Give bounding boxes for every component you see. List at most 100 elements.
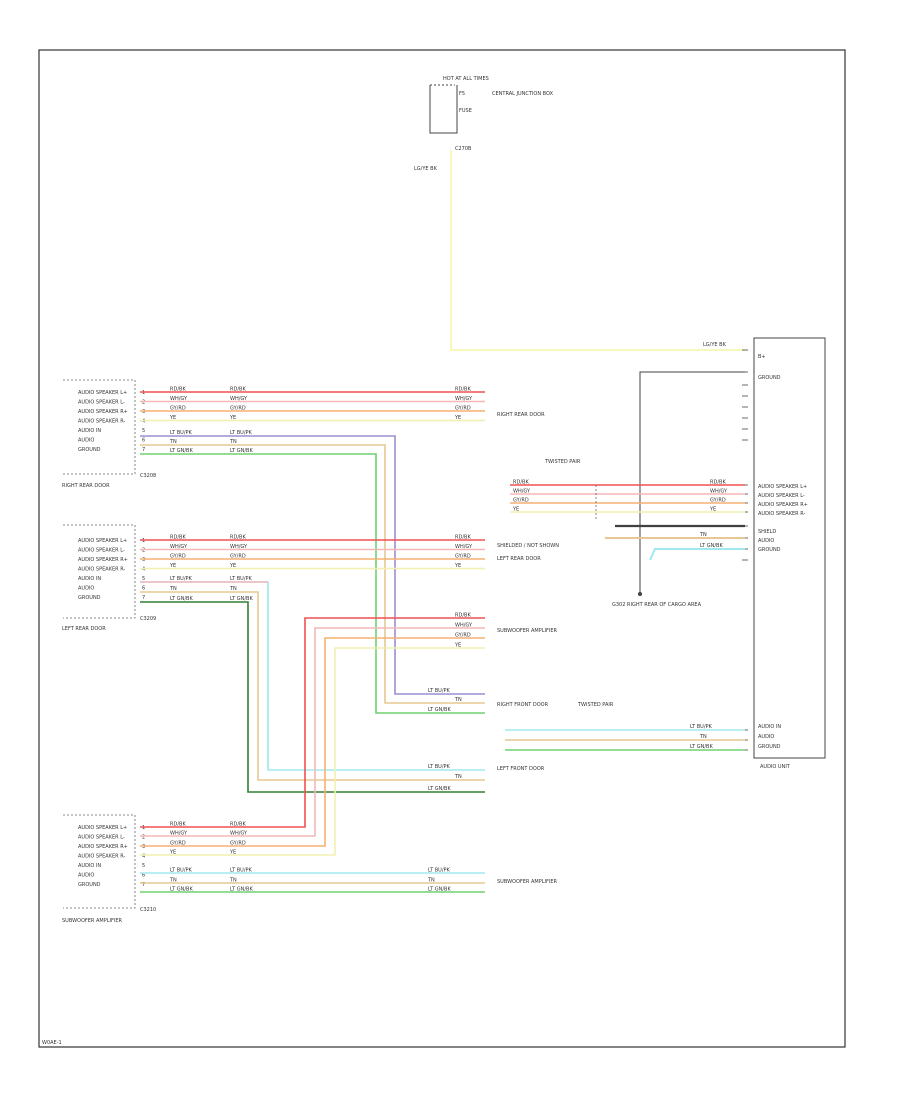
top-connector: C270B: [455, 146, 472, 152]
sub-wire-orange: [140, 637, 485, 847]
wire-code: GY/RD: [170, 406, 186, 412]
dest-label-lf: LEFT FRONT DOOR: [497, 766, 545, 772]
pin-label: AUDIO SPEAKER L-: [78, 835, 125, 841]
wire-code: RD/BK: [455, 535, 471, 541]
wire-code: YE: [709, 507, 716, 513]
wire-code: GY/RD: [230, 841, 246, 847]
wire-code: RD/BK: [513, 480, 529, 486]
pin-number: 6: [142, 438, 145, 444]
wire-code: LT GN/BK: [428, 887, 451, 893]
twisted-pair-label-2: TWISTED PAIR: [577, 702, 614, 708]
wire-code: WH/GY: [170, 831, 188, 837]
left-block-1-connector: C3208: [140, 473, 156, 479]
wire-code: YE: [169, 415, 176, 421]
pin-label: AUDIO SPEAKER R-: [78, 419, 125, 425]
pin-label: GROUND: [78, 447, 101, 453]
block1-wire-tan: [140, 444, 485, 704]
audio-unit-pin-l-neg: AUDIO SPEAKER L-: [758, 493, 805, 499]
shield-label: SHIELDED / NOT SHOWN: [497, 543, 559, 549]
pin-label: AUDIO SPEAKER L-: [78, 400, 125, 406]
audio-unit-pin-l-pos: AUDIO SPEAKER L+: [758, 484, 807, 490]
wire-code: TN: [454, 774, 462, 780]
wire-code: WH/GY: [170, 396, 188, 402]
pin-number: 1: [142, 825, 145, 831]
wire-code: LT BU/PK: [428, 868, 451, 874]
wire-code: GY/RD: [170, 554, 186, 560]
wire-code: RD/BK: [170, 387, 186, 393]
wire-code: RD/BK: [455, 387, 471, 393]
audio-unit-pin-ground: GROUND: [758, 375, 781, 381]
wire-code: WH/GY: [455, 396, 473, 402]
wire-code: GY/RD: [710, 498, 726, 504]
wire-code: LT GN/BK: [230, 448, 253, 454]
wire-code: RD/BK: [710, 480, 726, 486]
wire-code: TN: [699, 532, 707, 538]
wire-code: RD/BK: [230, 822, 246, 828]
wire-code: GY/RD: [230, 406, 246, 412]
pin-label: GROUND: [78, 882, 101, 888]
bplus-wire-code: LG/YE BK: [703, 342, 727, 348]
wire-code: LT GN/BK: [428, 786, 451, 792]
block1-wire-purple: [140, 435, 485, 695]
top-module-pin-a: F5: [459, 91, 465, 97]
wire-code: RD/BK: [455, 613, 471, 619]
block1-wire-green: [140, 453, 485, 714]
dest-label-rr: RIGHT REAR DOOR: [497, 412, 545, 418]
pin-label: AUDIO: [78, 873, 94, 879]
pin-number: 1: [142, 538, 145, 544]
left-block-2-caption: LEFT REAR DOOR: [62, 626, 106, 632]
pin-number: 3: [142, 409, 145, 415]
pin-label: AUDIO SPEAKER R-: [78, 567, 125, 573]
speaker-harness: RD/BK RD/BK RD/BK WH/GY WH/GY WH/GY GY/RD GY/RD…: [140, 387, 485, 893]
wire-code: RD/BK: [170, 535, 186, 541]
wire-code: TN: [229, 878, 237, 884]
pin-label: AUDIO IN: [78, 576, 101, 582]
top-module-pin-b: FUSE: [459, 108, 472, 114]
pin-number: 2: [142, 548, 145, 554]
pin-number: 7: [142, 447, 145, 453]
wire-code: LT GN/BK: [170, 887, 193, 893]
top-module-title: HOT AT ALL TIMES: [443, 76, 489, 82]
wire-code: WH/GY: [230, 396, 248, 402]
audio-unit-pin-shield: SHIELD: [758, 529, 776, 535]
wire-code: LT GN/BK: [170, 448, 193, 454]
wire-code: GY/RD: [455, 406, 471, 412]
wire-code: WH/GY: [170, 544, 188, 550]
sub-wire-pink: [140, 627, 485, 837]
wire-code: TN: [427, 878, 435, 884]
wire-code: GY/RD: [455, 633, 471, 639]
wire-code: LT BU/PK: [428, 764, 451, 770]
pin-number: 4: [142, 419, 145, 425]
wire-code: TN: [229, 439, 237, 445]
pin-label: AUDIO SPEAKER L+: [78, 825, 127, 831]
dest-label-sub2: SUBWOOFER AMPLIFIER: [497, 879, 558, 885]
top-module-desc: CENTRAL JUNCTION BOX: [492, 91, 554, 97]
pin-number: 5: [142, 863, 145, 869]
wire-code: YE: [454, 563, 461, 569]
wire-code: TN: [454, 697, 462, 703]
pin-number: 5: [142, 428, 145, 434]
dest-label-rf: RIGHT FRONT DOOR: [497, 702, 549, 708]
pin-label: AUDIO: [78, 438, 94, 444]
pin-number: 2: [142, 835, 145, 841]
wire-code: GY/RD: [455, 554, 471, 560]
audio-unit-pin-r-pos: AUDIO SPEAKER R+: [758, 502, 808, 508]
pin-number: 3: [142, 557, 145, 563]
wire-code: LT BU/PK: [230, 868, 253, 874]
audio-unit-pin-ground2: GROUND: [758, 547, 781, 553]
wire-code: LT BU/PK: [690, 724, 713, 730]
wire-code: GY/RD: [170, 841, 186, 847]
twisted-pair-label-1: TWISTED PAIR: [544, 459, 581, 465]
pin-label: AUDIO SPEAKER R+: [78, 844, 128, 850]
ground-wire: [639, 371, 745, 592]
wire-code: YE: [229, 850, 236, 856]
audio-unit-caption: AUDIO UNIT: [760, 764, 791, 770]
audio-unit: AUDIO UNIT LG/YE BK B+ GROUND AUDIO SPEA…: [703, 337, 826, 770]
top-wire-code: LG/YE BK: [414, 166, 438, 172]
audio-unit-pin-audio2: AUDIO: [758, 734, 774, 740]
dest-label-sub: SUBWOOFER AMPLIFIER: [497, 628, 558, 634]
pin-number: 5: [142, 576, 145, 582]
wire-code: WH/GY: [230, 831, 248, 837]
